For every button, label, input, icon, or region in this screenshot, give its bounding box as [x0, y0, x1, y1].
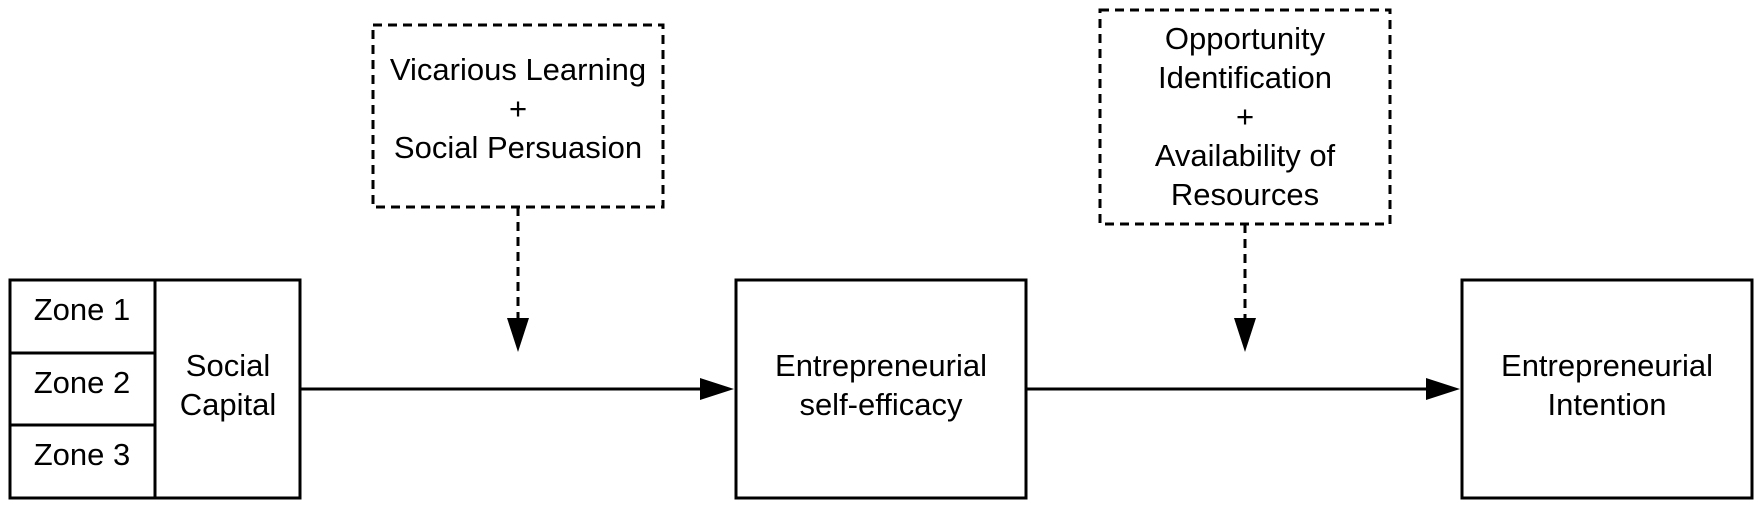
arrow-social-capital-to-self-efficacy — [300, 378, 734, 400]
zone-3-label: Zone 3 — [34, 437, 131, 472]
self-efficacy-node: Entrepreneurial self-efficacy — [734, 278, 1028, 500]
arrow-head — [700, 378, 734, 400]
zone-2-label: Zone 2 — [34, 365, 131, 400]
moderator-2-box — [1098, 8, 1392, 226]
social-capital-label-line-1: Social — [186, 348, 270, 383]
self-efficacy-box — [734, 278, 1028, 500]
self-efficacy-label-line-2: self-efficacy — [799, 387, 963, 422]
social-capital-label-line-2: Capital — [180, 387, 277, 422]
moderator-2-label-line-2: Identification — [1158, 60, 1332, 95]
intention-label-line-1: Entrepreneurial — [1501, 348, 1713, 383]
intention-label-line-2: Intention — [1548, 387, 1667, 422]
moderator-1-label-line-3: Social Persuasion — [394, 130, 642, 165]
moderator-1-label-line-2: + — [509, 91, 527, 126]
arrow-self-efficacy-to-intention — [1026, 378, 1460, 400]
moderator-1-label-line-1: Vicarious Learning — [390, 52, 646, 87]
moderator-2-label-line-4: Availability of — [1155, 138, 1336, 173]
zone-1-label: Zone 1 — [34, 292, 131, 327]
arrow-head — [1234, 318, 1256, 352]
moderator-1-box — [371, 23, 665, 209]
arrow-head — [507, 318, 529, 352]
moderator-1-arrow — [507, 207, 529, 352]
moderator-2-node: Opportunity Identification + Availabilit… — [1098, 8, 1392, 226]
moderator-2-label-line-5: Resources — [1171, 177, 1319, 212]
moderator-2-label-line-1: Opportunity — [1165, 21, 1326, 56]
self-efficacy-label-line-1: Entrepreneurial — [775, 348, 987, 383]
intention-box — [1460, 278, 1754, 500]
intention-node: Entrepreneurial Intention — [1460, 278, 1754, 500]
moderator-1-node: Vicarious Learning + Social Persuasion — [371, 23, 665, 209]
moderator-2-label-line-3: + — [1236, 99, 1254, 134]
social-capital-node: Zone 1 Zone 2 Zone 3 Social Capital — [8, 278, 302, 500]
arrow-head — [1426, 378, 1460, 400]
moderator-2-arrow — [1234, 224, 1256, 352]
